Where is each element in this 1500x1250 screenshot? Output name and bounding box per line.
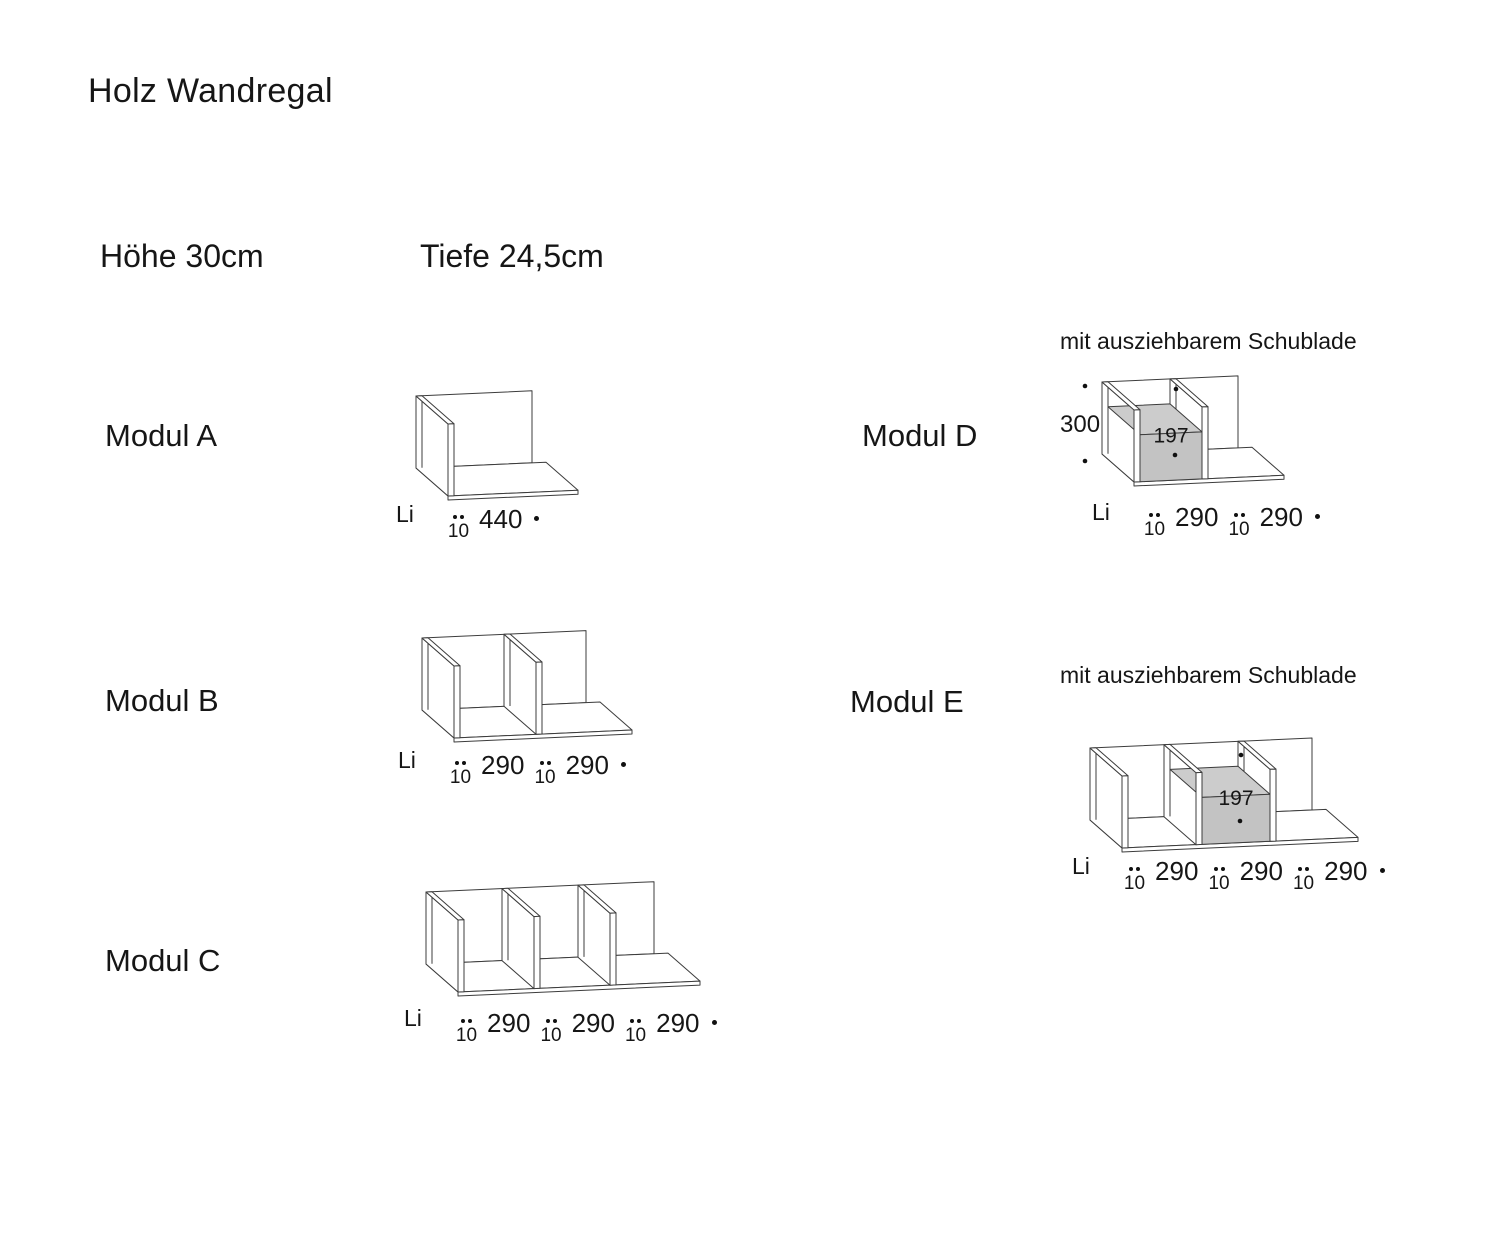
dim-dot [1082,458,1088,464]
drawer-dim-label: 197 [1218,787,1253,810]
dim-end-dot [711,1020,717,1025]
shelf-drawing-modul-c [425,881,701,997]
dim-tick-dots [545,1019,557,1023]
dim-tick-dots [1233,513,1245,517]
shelf-drawing-modul-e: 197 [1089,737,1359,853]
thickness-value: 10 [534,767,556,788]
module-label-modul-a: Modul A [105,418,218,453]
height-spec-label: Höhe 30cm [100,238,264,274]
dim-tick-dots [1148,513,1160,517]
thickness-value: 10 [447,521,470,542]
thickness-value: 10 [455,1025,478,1046]
dim-row-modul-d: Li 10 290 10 290 [1092,500,1320,539]
thickness-value: 10 [1292,873,1315,894]
dim-dot [1237,818,1243,824]
thickness-value: 10 [449,767,472,788]
width-dim-value: 290 [481,750,525,780]
module-label-modul-b: Modul B [105,683,219,718]
dim-end-dot [620,762,626,767]
thickness-value: 10 [1143,519,1166,540]
thickness-dim: 10 [456,1019,477,1045]
dim-tick-dots [452,515,464,519]
dim-dot [1173,386,1179,392]
thickness-dim: 10 [1124,867,1145,893]
dim-dot [1082,383,1088,389]
module-label-modul-c: Modul C [105,943,221,978]
thickness-dim: 10 [450,761,471,787]
drawer-dim-label: 197 [1153,424,1188,447]
width-dim-value: 290 [1155,856,1199,886]
thickness-value: 10 [1123,873,1146,894]
dim-tick-dots [1213,867,1225,871]
width-dim-value: 290 [571,1008,615,1038]
dim-tick-dots [460,1019,472,1023]
page-title: Holz Wandregal [88,72,333,110]
li-label: Li [396,501,414,527]
module-note-modul-d: mit ausziehbarem Schublade [1060,328,1357,354]
width-dim-value: 290 [656,1008,700,1038]
thickness-dim: 10 [625,1019,646,1045]
width-dim-value: 290 [1175,502,1219,532]
module-label-modul-d: Modul D [862,418,978,453]
dim-tick-dots [630,1019,642,1023]
thickness-value: 10 [1208,873,1230,894]
dim-tick-dots [1128,867,1140,871]
dim-tick-dots [539,761,551,765]
width-dim-value: 290 [487,1008,531,1038]
dim-row-modul-c: Li 10 290 10 290 10 290 [404,1006,717,1045]
thickness-dim: 10 [448,515,469,541]
dim-tick-dots [1298,867,1310,871]
width-dim-value: 440 [479,504,523,534]
thickness-dim: 10 [1228,513,1250,540]
dim-end-dot [534,516,540,521]
dim-row-modul-b: Li 10 290 10 290 [398,748,626,787]
height-dim-label: 300 [1060,411,1100,438]
dim-dot [1172,452,1178,458]
li-label: Li [1072,853,1090,879]
dim-row-modul-e: Li 10 290 10 290 10 290 [1072,854,1385,893]
thickness-value: 10 [624,1025,647,1046]
thickness-dim: 10 [1144,513,1165,539]
li-label: Li [404,1005,422,1031]
shelf-drawing-modul-a [415,390,579,501]
width-dim-value: 290 [565,750,609,780]
thickness-dim: 10 [540,1019,562,1046]
shelf-drawing-modul-d: 197 300 [1060,375,1285,487]
dim-row-modul-a: Li 10 440 [396,501,540,541]
dim-dot [1238,752,1244,758]
depth-spec-label: Tiefe 24,5cm [420,238,604,274]
shelf-drawing-modul-b [421,630,633,743]
li-label: Li [1092,499,1110,525]
thickness-value: 10 [1228,519,1250,540]
li-label: Li [398,747,416,773]
module-label-modul-e: Modul E [850,684,964,719]
thickness-dim: 10 [1293,867,1314,893]
thickness-value: 10 [540,1025,562,1046]
thickness-dim: 10 [534,761,556,788]
module-note-modul-e: mit ausziehbarem Schublade [1060,662,1357,688]
width-dim-value: 290 [1239,856,1283,886]
dim-end-dot [1314,514,1320,519]
dim-end-dot [1379,868,1385,873]
thickness-dim: 10 [1208,867,1230,894]
width-dim-value: 290 [1324,856,1368,886]
width-dim-value: 290 [1259,502,1303,532]
dim-tick-dots [454,761,466,765]
